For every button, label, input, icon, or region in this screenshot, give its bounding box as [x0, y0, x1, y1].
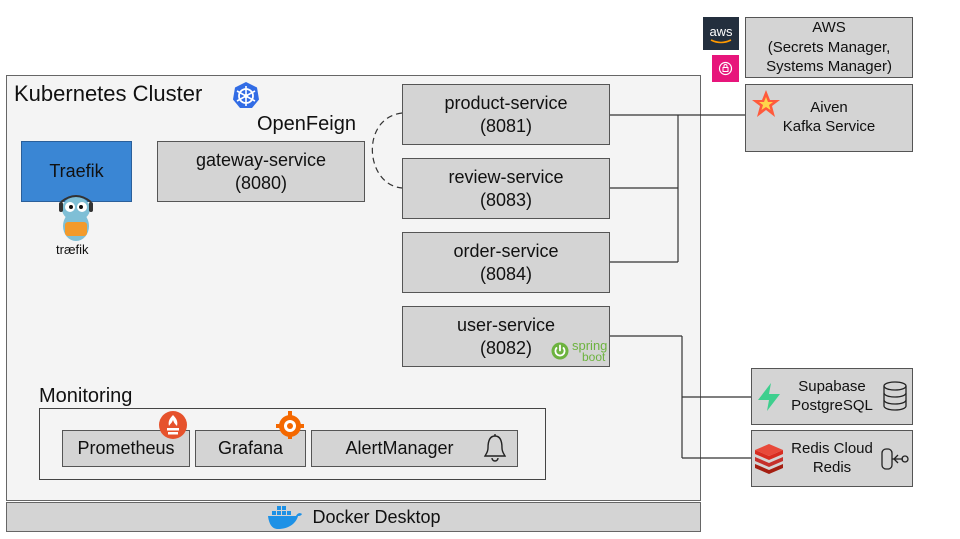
redis-line2: Redis [812, 458, 852, 476]
kafka-line1: Aiven [810, 99, 848, 117]
grafana-icon [276, 411, 304, 439]
aws-sub2: Systems Manager) [766, 58, 892, 76]
aws-logo-text: aws [709, 23, 733, 39]
docker-icon [268, 506, 303, 529]
traefik-label: Traefik [49, 161, 104, 182]
aws-title: AWS [812, 19, 846, 37]
review-service-box[interactable]: review-service (8083) [402, 158, 610, 219]
docker-label: Docker Desktop [312, 506, 441, 527]
supabase-line2: PostgreSQL [791, 396, 873, 414]
kafka-box[interactable]: Aiven Kafka Service [745, 84, 913, 152]
order-service-box[interactable]: order-service (8084) [402, 232, 610, 293]
gateway-port: (8080) [234, 172, 288, 193]
kafka-line2: Kafka Service [782, 118, 876, 135]
spring-icon [551, 342, 569, 360]
service-name: product-service [444, 93, 568, 113]
aws-smile-icon [710, 38, 732, 43]
supabase-icon [758, 383, 780, 411]
redis-icon [755, 444, 783, 474]
aws-logo: aws [703, 17, 739, 50]
user-service-box[interactable]: user-service (8082) [402, 306, 610, 367]
service-port: (8082) [479, 337, 533, 358]
spring-boot-logo: spring boot [551, 338, 608, 364]
service-name: user-service [456, 315, 556, 335]
service-name: review-service [448, 167, 564, 187]
secrets-manager-icon [712, 55, 739, 82]
aws-box[interactable]: AWS (Secrets Manager, Systems Manager) [745, 17, 913, 78]
spring-label: spring [572, 338, 608, 353]
kubernetes-icon [233, 82, 259, 108]
prometheus-icon [159, 411, 187, 439]
alertmanager-label: AlertManager [345, 438, 454, 459]
service-port: (8084) [479, 263, 533, 284]
cluster-title: Kubernetes Cluster [14, 81, 203, 106]
gateway-name: gateway-service [195, 150, 327, 170]
bell-icon [483, 434, 507, 462]
redis-cloud-connector-icon [881, 448, 909, 470]
supabase-line1: Supabase [798, 377, 866, 395]
gateway-service-box[interactable]: gateway-service (8080) [157, 141, 365, 202]
service-name: order-service [453, 241, 559, 261]
openfeign-label: OpenFeign [257, 113, 356, 135]
supabase-box[interactable]: Supabase PostgreSQL [751, 368, 913, 425]
docker-desktop-bar: Docker Desktop [6, 502, 701, 532]
product-service-box[interactable]: product-service (8081) [402, 84, 610, 145]
aiven-icon [752, 90, 780, 117]
grafana-label: Grafana [217, 438, 284, 459]
traefik-gopher-icon [59, 195, 93, 241]
alertmanager-box[interactable]: AlertManager [311, 430, 518, 467]
traefik-box[interactable]: Traefik [21, 141, 132, 202]
service-port: (8083) [479, 189, 533, 210]
boot-label: boot [582, 349, 606, 364]
service-port: (8081) [479, 115, 533, 136]
database-icon [883, 381, 907, 411]
monitoring-title: Monitoring [39, 385, 133, 407]
traefik-logo-text: træfik [56, 242, 89, 257]
redis-box[interactable]: Redis Cloud Redis [751, 430, 913, 487]
prometheus-label: Prometheus [77, 438, 175, 459]
aws-sub1: (Secrets Manager, [767, 38, 891, 56]
redis-line1: Redis Cloud [791, 439, 873, 457]
